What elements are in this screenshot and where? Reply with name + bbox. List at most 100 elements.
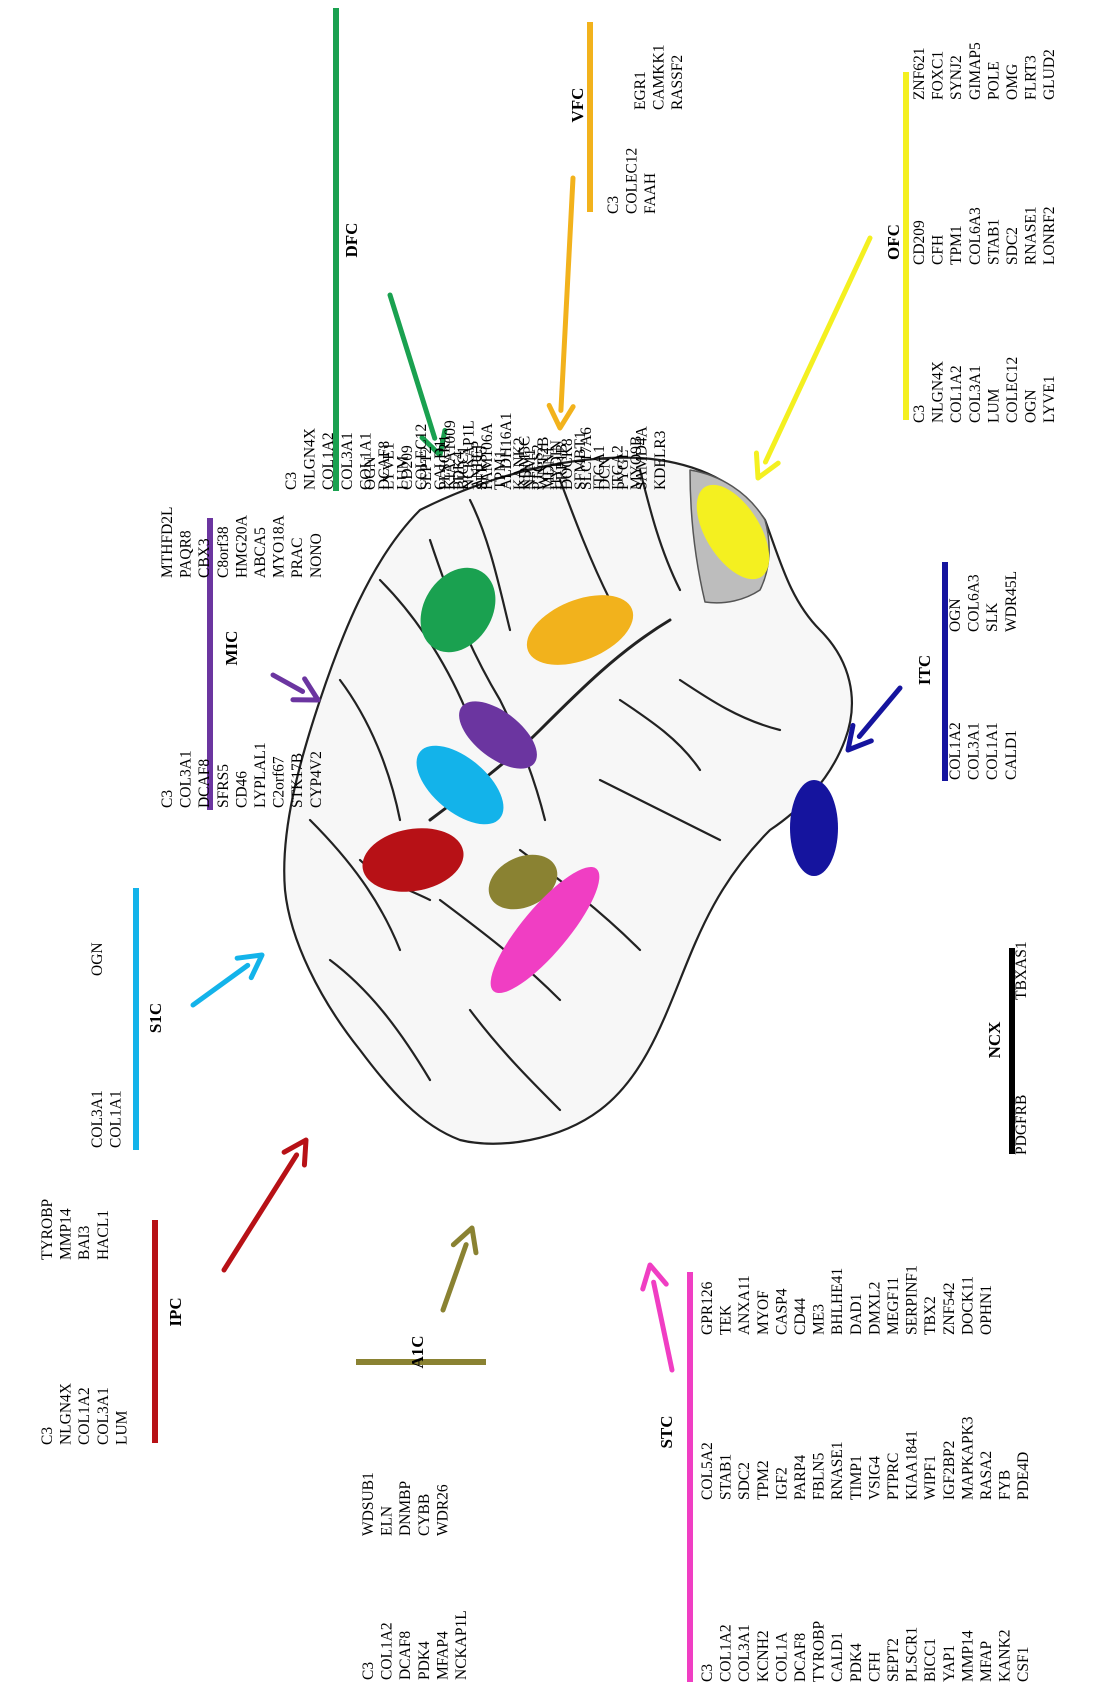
gene-label: COLEC12 — [624, 148, 641, 214]
gene-label: COL1A2 — [320, 432, 337, 490]
gene-label: C3 — [159, 790, 176, 808]
gene-label: COL3A1 — [178, 750, 195, 808]
arrow-shaft-dfc — [390, 295, 435, 438]
gene-label: BICC1 — [922, 1638, 939, 1682]
gene-label: GIMAP5 — [967, 42, 984, 100]
gene-label: PTPRC — [885, 1453, 902, 1500]
gene-label: MYOF — [755, 1290, 772, 1335]
gene-label: PYGL — [615, 450, 632, 490]
gene-label: COL1A2 — [947, 722, 964, 780]
gene-label: MMP14 — [959, 1630, 976, 1682]
gene-label: STAB1 — [718, 1454, 735, 1500]
gene-label: STAB1 — [985, 219, 1002, 265]
gene-label: COL3A1 — [967, 365, 984, 423]
gene-label: KDELR3 — [652, 430, 669, 490]
gene-label: OMG — [1004, 64, 1021, 100]
gene-column-vfc-1: C3COLEC12FAAH — [605, 148, 659, 214]
region-label-ipc: IPC — [166, 1297, 185, 1326]
gene-label: MEGF11 — [885, 1277, 902, 1335]
region-label-ncx: NCX — [985, 1021, 1004, 1059]
region-label-stc: STC — [657, 1415, 676, 1448]
gene-label: C3 — [605, 196, 622, 214]
gene-column-ofc-3: ZNF621FOXC1SYNJ2GIMAP5POLEOMGFLRT3GLUD2 — [911, 42, 1058, 100]
gene-label: WIPF1 — [922, 1455, 939, 1500]
gene-label: LYPLAL1 — [252, 742, 269, 808]
gene-column-stc-3: GPR126TEKANXA11MYOFCASP4CD44ME3BHLHE41DA… — [699, 1265, 995, 1335]
gene-label: COL1A2 — [718, 1624, 735, 1682]
gene-label: COL6A3 — [967, 207, 984, 265]
gene-label: TIMP1 — [848, 1455, 865, 1500]
gene-label: TPM1 — [948, 225, 965, 265]
arrow-shaft-itc — [859, 688, 900, 737]
gene-label: FAAH — [642, 173, 659, 214]
gene-label: KIAA1009 — [442, 420, 459, 490]
gene-label: WDR26 — [434, 1484, 451, 1536]
gene-label: COLEC12 — [1004, 357, 1021, 423]
gene-label: RNASE1 — [829, 1441, 846, 1500]
gene-label: TYROBP — [811, 1621, 828, 1682]
gene-label: KCNH2 — [755, 1630, 772, 1682]
gene-label: FAM106A — [479, 422, 496, 490]
gene-label: PDE4D — [1015, 1452, 1032, 1500]
gene-label: PARP4 — [792, 1455, 809, 1500]
gene-label: NLGN4X — [302, 428, 319, 490]
gene-label: EGR1 — [632, 71, 649, 110]
gene-label: SEPT2 — [418, 446, 435, 490]
gene-label: PAQR8 — [178, 530, 195, 578]
gene-label: DCAF8 — [397, 1631, 414, 1680]
gene-label: HMG20A — [233, 514, 250, 578]
arrow-shaft-s1c — [193, 965, 248, 1005]
gene-label: C3 — [283, 472, 300, 490]
arrow-shaft-mic — [273, 675, 303, 691]
gene-label: TBXAS1 — [1013, 941, 1030, 1000]
gene-label: GPR126 — [699, 1281, 716, 1335]
gene-label: LYVE1 — [1041, 375, 1058, 423]
gene-label: COL5A2 — [699, 1442, 716, 1500]
gene-label: CBX3 — [196, 538, 213, 578]
gene-label: COL1A — [773, 1631, 790, 1682]
gene-label: NLGN4X — [58, 1383, 75, 1445]
gene-label: FYB — [997, 1470, 1014, 1500]
gene-label: CSF1 — [1015, 1647, 1032, 1682]
gene-label: OGN — [362, 456, 379, 490]
gene-label: MFAP — [978, 1641, 995, 1682]
gene-label: TYROBP — [39, 1199, 56, 1260]
gene-label: LUM — [985, 388, 1002, 423]
gene-label: SLC17A6 — [578, 427, 595, 490]
gene-label: STK17B — [289, 753, 306, 808]
gene-column-ipc-2: TYROBPMMP14BAI3HACL1 — [39, 1199, 112, 1260]
arrow-shaft-stc — [654, 1282, 672, 1370]
region-label-dfc: DFC — [342, 223, 361, 258]
gene-label: DAD1 — [848, 1294, 865, 1335]
arrow-shaft-vfc — [561, 178, 573, 410]
gene-label: CFH — [866, 1652, 883, 1682]
ellipse-itc — [790, 780, 838, 876]
arrow-shaft-a1c — [443, 1245, 466, 1310]
gene-label: CASP4 — [773, 1288, 790, 1335]
gene-label: NCKAP1L — [453, 1610, 470, 1680]
gene-label: IGF2 — [773, 1467, 790, 1500]
gene-label: DCAF8 — [792, 1633, 809, 1682]
gene-label: KANK2 — [997, 1629, 1014, 1682]
gene-label: GLUD2 — [1041, 49, 1058, 100]
gene-label: DMXL2 — [866, 1282, 883, 1335]
gene-label: C2orf67 — [271, 756, 288, 808]
gene-label: MMP14 — [58, 1208, 75, 1260]
gene-column-ipc-1: C3NLGN4XCOL1A2COL3A1LUM — [39, 1383, 130, 1445]
gene-label: KIAA1841 — [904, 1430, 921, 1500]
gene-label: MDN1 — [541, 446, 558, 490]
gene-label: ALDH16A1 — [498, 413, 515, 491]
region-label-ofc: OFC — [884, 224, 903, 260]
gene-label: DOCK11 — [959, 1276, 976, 1335]
region-label-mic: MIC — [222, 631, 241, 666]
gene-label: OPHN1 — [978, 1285, 995, 1335]
gene-label: COL1A1 — [108, 1090, 125, 1148]
gene-label: PDK4 — [848, 1643, 865, 1682]
gene-label: CYBB — [416, 1494, 433, 1536]
gene-label: DNMBP — [397, 1481, 414, 1536]
gene-label: COL6A3 — [966, 574, 983, 632]
gene-label: ANXA11 — [736, 1275, 753, 1335]
gene-label: WDSUB1 — [360, 1472, 377, 1536]
gene-label: ME3 — [811, 1304, 828, 1335]
